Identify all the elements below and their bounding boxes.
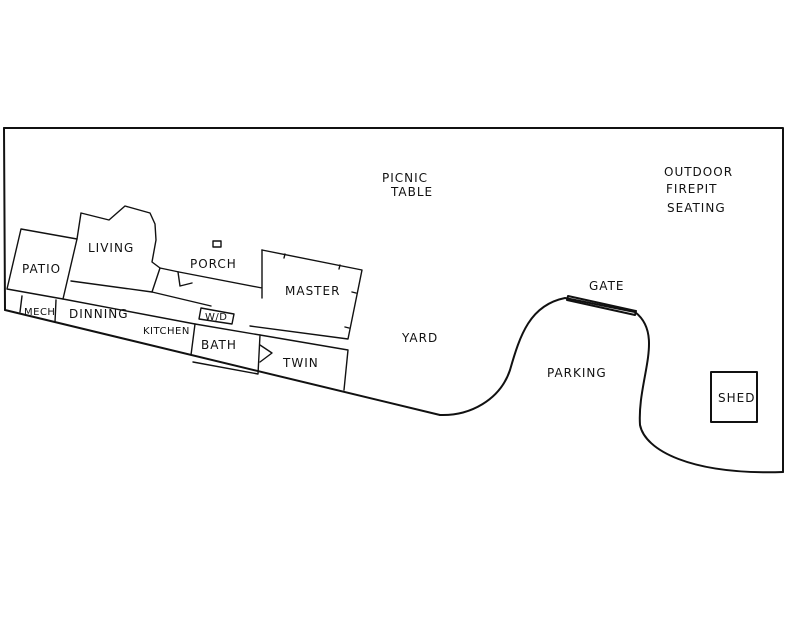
firepit-label-line1: OUTDOOR: [664, 165, 733, 179]
kitchen-label: KITCHEN: [143, 326, 190, 337]
wd-outline: [198, 307, 235, 325]
twin-outline: [259, 334, 349, 391]
bath-door: [259, 344, 273, 363]
picnic-label-line2: TABLE: [390, 185, 433, 199]
mech-label: MECH: [24, 307, 55, 318]
living-outline: [70, 205, 161, 293]
master-outline: [249, 249, 363, 340]
bath-outline: [192, 323, 261, 375]
shed-label: SHED: [718, 391, 755, 405]
living-label: LIVING: [88, 241, 134, 255]
yard-label: YARD: [401, 331, 438, 345]
master-ticks: [283, 253, 357, 329]
twin-label: TWIN: [282, 356, 319, 370]
gate-label: GATE: [589, 279, 625, 293]
shed-outline: [710, 371, 758, 423]
wd-label: W/D: [205, 312, 227, 323]
property-boundary: [3, 127, 784, 473]
master-label: MASTER: [285, 284, 340, 298]
parking-label: PARKING: [547, 366, 607, 380]
porch-step: [212, 240, 222, 248]
gate: [566, 295, 637, 316]
mech-wall: [19, 295, 57, 323]
patio-label: PATIO: [22, 262, 61, 276]
property-bottom-edge: [4, 309, 441, 416]
firepit-label-line3: SEATING: [667, 201, 726, 215]
firepit-label-line2: FIREPIT: [666, 182, 717, 196]
dinning-label: DINNING: [69, 307, 129, 321]
porch-label: PORCH: [190, 257, 237, 271]
property-left-edge: [3, 127, 6, 311]
porch-outline: [151, 249, 263, 307]
bath-label: BATH: [201, 338, 237, 352]
picnic-label-line1: PICNIC: [382, 171, 428, 185]
driveway-curve: [439, 297, 784, 474]
porch-door: [177, 271, 193, 287]
